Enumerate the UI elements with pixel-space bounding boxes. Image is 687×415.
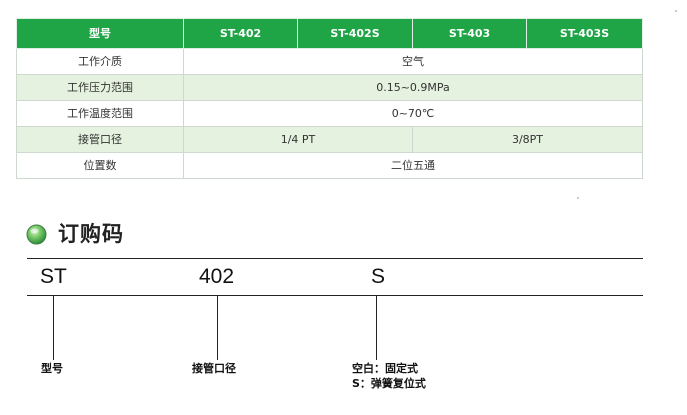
green-sphere-icon xyxy=(26,224,47,245)
row-label-pressure: 工作压力范围 xyxy=(16,74,184,101)
code-rule-top xyxy=(27,258,643,259)
header-st-402s: ST-402S xyxy=(297,18,413,49)
legend-model: 型号 xyxy=(41,362,63,375)
header-st-402: ST-402 xyxy=(183,18,298,49)
row-value-port-a: 1/4 PT xyxy=(183,126,413,153)
row-value-medium: 空气 xyxy=(183,48,643,75)
header-model: 型号 xyxy=(16,18,184,49)
stray-dot xyxy=(577,197,579,199)
table-row-pressure: 工作压力范围 0.15~0.9MPa xyxy=(16,74,643,101)
stray-dot xyxy=(675,10,677,12)
spec-table: 型号 ST-402 ST-402S ST-403 ST-403S 工作介质 空气… xyxy=(16,18,643,179)
code-rule-bottom xyxy=(27,295,643,296)
code-part-option: S xyxy=(371,265,386,288)
row-value-port-b: 3/8PT xyxy=(412,126,643,153)
order-code-title: 订购码 xyxy=(58,222,124,246)
table-row-positions: 位置数 二位五通 xyxy=(16,152,643,179)
table-row-medium: 工作介质 空气 xyxy=(16,48,643,75)
row-label-medium: 工作介质 xyxy=(16,48,184,75)
row-value-temperature: 0~70℃ xyxy=(183,100,643,127)
row-label-positions: 位置数 xyxy=(16,152,184,179)
spec-table-header-row: 型号 ST-402 ST-402S ST-403 ST-403S xyxy=(16,18,643,49)
table-row-temperature: 工作温度范围 0~70℃ xyxy=(16,100,643,127)
table-row-port: 接管口径 1/4 PT 3/8PT xyxy=(16,126,643,153)
header-st-403: ST-403 xyxy=(412,18,527,49)
row-value-positions: 二位五通 xyxy=(183,152,643,179)
legend-option-blank: 空白：固定式 xyxy=(352,362,418,375)
code-part-series: ST xyxy=(40,265,67,288)
leader-line-option xyxy=(376,295,377,360)
leader-line-port xyxy=(217,295,218,360)
legend-option-s: S：弹簧复位式 xyxy=(352,377,426,390)
code-part-port: 402 xyxy=(199,265,235,288)
header-st-403s: ST-403S xyxy=(526,18,643,49)
row-label-port: 接管口径 xyxy=(16,126,184,153)
row-value-pressure: 0.15~0.9MPa xyxy=(183,74,643,101)
leader-line-model xyxy=(53,295,54,360)
row-label-temperature: 工作温度范围 xyxy=(16,100,184,127)
legend-port: 接管口径 xyxy=(192,362,236,375)
